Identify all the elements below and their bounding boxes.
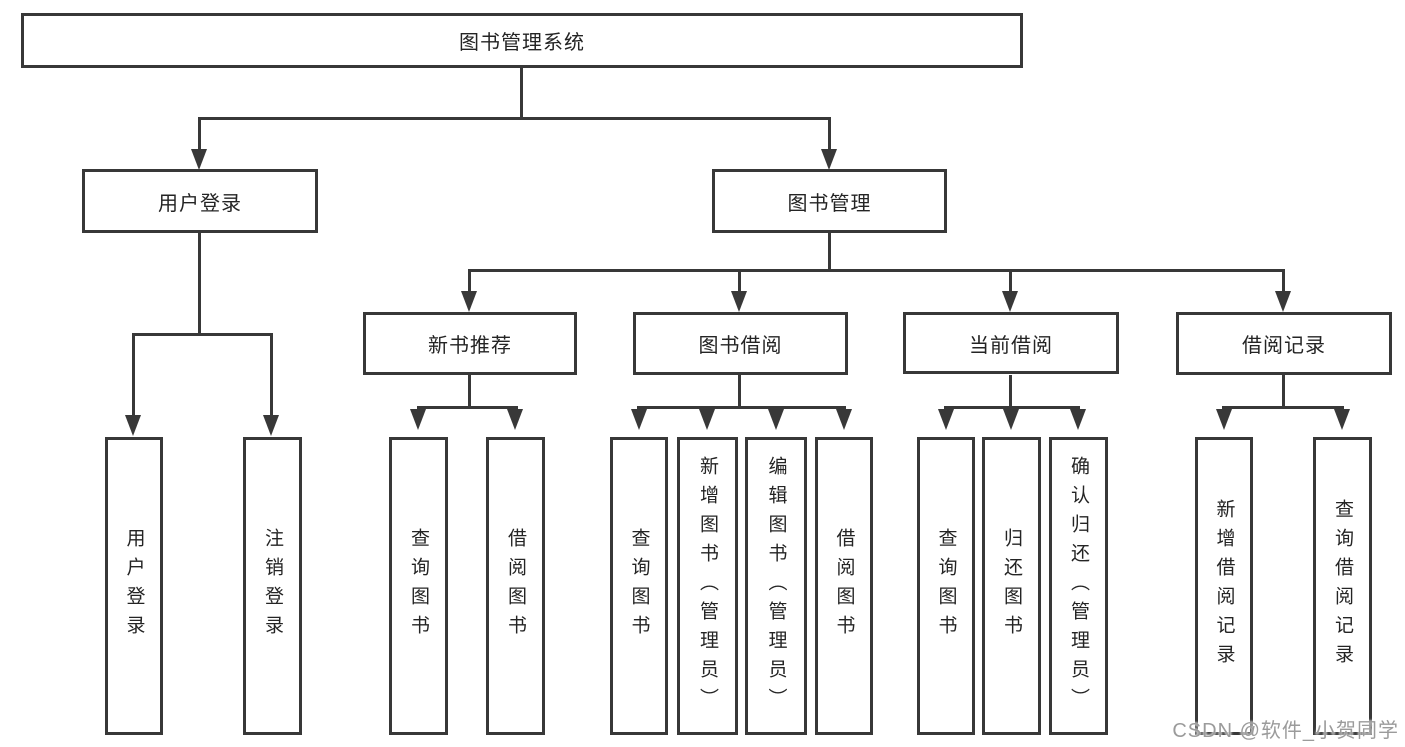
connector-hline	[944, 406, 1080, 409]
connector-hline	[417, 406, 518, 409]
arrowhead-down-icon	[1002, 291, 1018, 312]
leaf-add-book-admin: 新增图书（管理员）	[677, 437, 738, 735]
connector-hline	[198, 117, 831, 120]
arrowhead-down-icon	[1334, 409, 1350, 430]
leaf-borrow-books: 借阅图书	[815, 437, 873, 735]
leaf-add-borrow-record: 新增借阅记录	[1195, 437, 1253, 735]
node-current-borrow: 当前借阅	[903, 312, 1119, 374]
arrowhead-down-icon	[731, 291, 747, 312]
connector-vline	[738, 271, 741, 292]
node-root: 图书管理系统	[21, 13, 1023, 68]
node-book-management: 图书管理	[712, 169, 947, 233]
arrowhead-down-icon	[1216, 409, 1232, 430]
connector-hline	[468, 269, 1285, 272]
arrowhead-down-icon	[938, 409, 954, 430]
arrowhead-down-icon	[1003, 409, 1019, 430]
leaf-logout: 注销登录	[243, 437, 302, 735]
connector-hline	[132, 333, 273, 336]
arrowhead-down-icon	[410, 409, 426, 430]
connector-vline	[198, 233, 201, 335]
arrowhead-down-icon	[263, 415, 279, 436]
node-book-borrow: 图书借阅	[633, 312, 848, 375]
connector-vline	[1009, 271, 1012, 292]
node-borrow-records: 借阅记录	[1176, 312, 1392, 375]
arrowhead-down-icon	[631, 409, 647, 430]
leaf-return-books: 归还图书	[982, 437, 1041, 735]
arrowhead-down-icon	[461, 291, 477, 312]
node-user-login: 用户登录	[82, 169, 318, 233]
connector-vline	[520, 68, 523, 118]
connector-hline	[637, 406, 846, 409]
connector-vline	[132, 335, 135, 416]
arrowhead-down-icon	[699, 409, 715, 430]
arrowhead-down-icon	[507, 409, 523, 430]
leaf-query-books-borrow: 查询图书	[610, 437, 668, 735]
arrowhead-down-icon	[1070, 409, 1086, 430]
leaf-query-borrow-record: 查询借阅记录	[1313, 437, 1372, 735]
connector-vline	[738, 375, 741, 408]
connector-hline	[1222, 406, 1344, 409]
arrowhead-down-icon	[836, 409, 852, 430]
arrowhead-down-icon	[1275, 291, 1291, 312]
node-new-book-recommend: 新书推荐	[363, 312, 577, 375]
arrowhead-down-icon	[768, 409, 784, 430]
connector-vline	[1009, 375, 1012, 408]
leaf-confirm-return-admin: 确认归还（管理员）	[1049, 437, 1108, 735]
leaf-borrow-books-recommend: 借阅图书	[486, 437, 545, 735]
arrowhead-down-icon	[191, 149, 207, 170]
connector-vline	[828, 233, 831, 271]
connector-vline	[468, 375, 471, 408]
leaf-query-books-recommend: 查询图书	[389, 437, 448, 735]
connector-vline	[198, 118, 201, 151]
leaf-user-login: 用户登录	[105, 437, 163, 735]
arrowhead-down-icon	[125, 415, 141, 436]
leaf-query-books-current: 查询图书	[917, 437, 975, 735]
leaf-edit-book-admin: 编辑图书（管理员）	[745, 437, 807, 735]
connector-vline	[468, 271, 471, 292]
arrowhead-down-icon	[821, 149, 837, 170]
connector-vline	[270, 335, 273, 416]
connector-vline	[1282, 375, 1285, 408]
connector-vline	[828, 118, 831, 151]
csdn-watermark: CSDN @软件_小贺同学	[1172, 720, 1399, 742]
connector-vline	[1282, 271, 1285, 292]
